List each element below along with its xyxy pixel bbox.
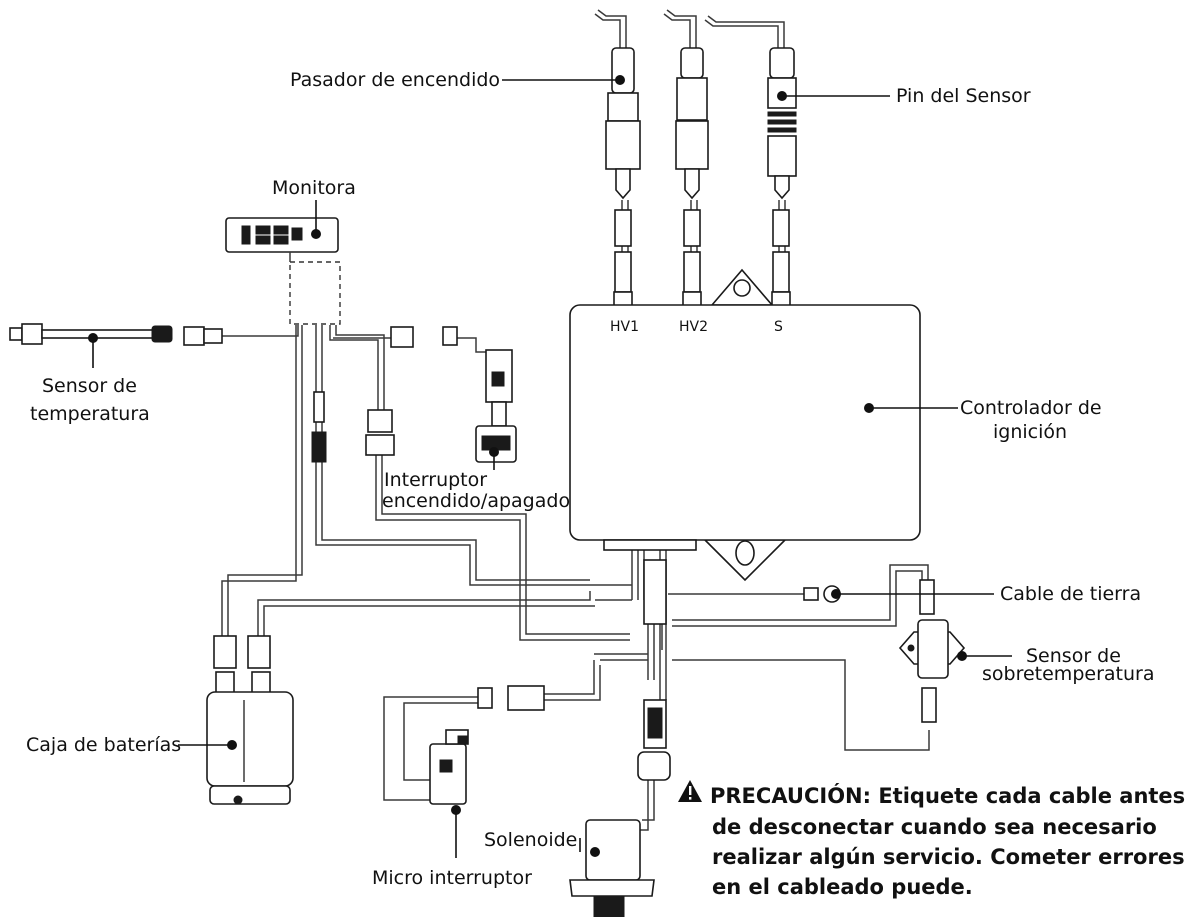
- label-monitor: Monitora: [272, 177, 356, 199]
- label-sensor-pin: Pin del Sensor: [896, 85, 1031, 107]
- solenoid: [569, 819, 655, 917]
- terminal-hv2: HV2: [679, 319, 708, 335]
- label-micro-switch: Micro interruptor: [372, 867, 532, 889]
- warning-line-3: realizar algún servicio. Cometer errores: [712, 845, 1185, 869]
- sensor-pin: [704, 15, 797, 307]
- on-off-switch: [475, 349, 517, 463]
- ignition-pin-left: [594, 9, 641, 307]
- controller-connectors: [477, 559, 671, 781]
- ignition-pin-right: [663, 9, 709, 307]
- warning-line-1: PRECAUCIÓN: Etiquete cada cable antes: [710, 783, 1185, 808]
- terminal-hv1: HV1: [610, 319, 639, 335]
- callout-labels: Pasador de encendido Pin del Sensor Moni…: [26, 69, 1154, 889]
- label-onoff-switch-1: Interruptor: [384, 469, 487, 491]
- micro-switch: [429, 729, 469, 805]
- wiring: [221, 200, 930, 831]
- warning-line-4: en el cableado puede.: [712, 875, 973, 899]
- monitor-unit: [225, 217, 341, 325]
- callout-leaders: [88, 75, 1012, 858]
- terminal-s: S: [774, 319, 783, 335]
- label-battery-box: Caja de baterías: [26, 734, 181, 756]
- label-ground-cable: Cable de tierra: [1000, 583, 1141, 605]
- label-overtemp-1: Sensor de: [1026, 645, 1121, 667]
- label-controller-2: ignición: [993, 421, 1067, 443]
- overtemp-sensor: [898, 579, 966, 723]
- label-onoff-switch-2: encendido/apagado: [382, 490, 570, 512]
- label-temp-sensor-1: Sensor de: [42, 375, 137, 397]
- harness-connectors: [311, 326, 458, 463]
- label-controller-1: Controlador de: [960, 397, 1102, 419]
- ignition-controller: HV1 HV2 S: [569, 268, 921, 582]
- temperature-sensor: [9, 323, 223, 346]
- warning-note: PRECAUCIÓN: Etiquete cada cable antes de…: [678, 780, 1185, 899]
- label-temp-sensor-2: temperatura: [30, 403, 150, 425]
- battery-box: [206, 635, 294, 805]
- label-overtemp-2: sobretemperatura: [982, 663, 1154, 685]
- label-ignition-pin: Pasador de encendido: [290, 69, 500, 91]
- label-solenoid: Solenoide: [484, 829, 577, 851]
- warning-triangle-icon: [678, 780, 702, 802]
- warning-line-2: de desconectar cuando sea necesario: [712, 815, 1157, 839]
